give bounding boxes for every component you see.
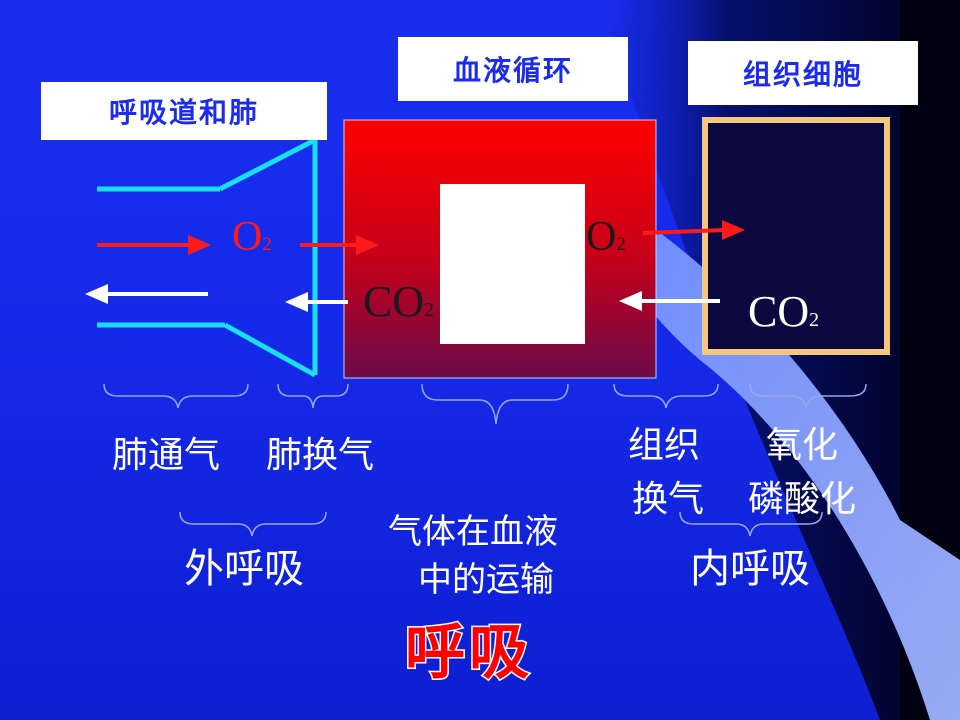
braces — [103, 383, 867, 537]
external-respiration-label: 外呼吸 — [184, 546, 304, 592]
co2-label-blood: CO2 — [363, 277, 435, 326]
blood-transport-label-line2: 中的运输 — [418, 560, 554, 600]
tissue-exchange-label-line2: 换气 — [632, 479, 705, 520]
co2-label-tissue: CO2 — [748, 287, 820, 336]
swoosh-shape — [560, 170, 960, 720]
blood-inner-white — [440, 184, 585, 344]
internal-respiration-label: 内呼吸 — [690, 546, 810, 592]
blood-transport-label-line1: 气体在血液 — [388, 512, 558, 552]
main-title: 呼吸 — [404, 617, 533, 690]
co2-arrows — [85, 283, 720, 313]
lung-funnel — [97, 137, 318, 378]
tissue-cells-label: 组织细胞 — [688, 41, 918, 105]
oxidative-phosphorylation-line2: 磷酸化 — [748, 479, 857, 520]
pulmonary-exchange-label: 肺换气 — [266, 435, 375, 476]
o2-label-blood: O2 — [586, 214, 626, 260]
o2-label-lung: O2 — [232, 214, 272, 260]
o2-arrows — [97, 219, 745, 256]
blood-circulation-label: 血液循环 — [398, 37, 628, 101]
oxidative-phosphorylation-line1: 氧化 — [766, 425, 839, 466]
respiratory-tract-label: 呼吸道和肺 — [41, 82, 327, 140]
pulmonary-ventilation-label: 肺通气 — [112, 435, 221, 476]
tissue-cell-box — [702, 117, 890, 355]
tissue-exchange-label-line1: 组织 — [628, 425, 701, 466]
